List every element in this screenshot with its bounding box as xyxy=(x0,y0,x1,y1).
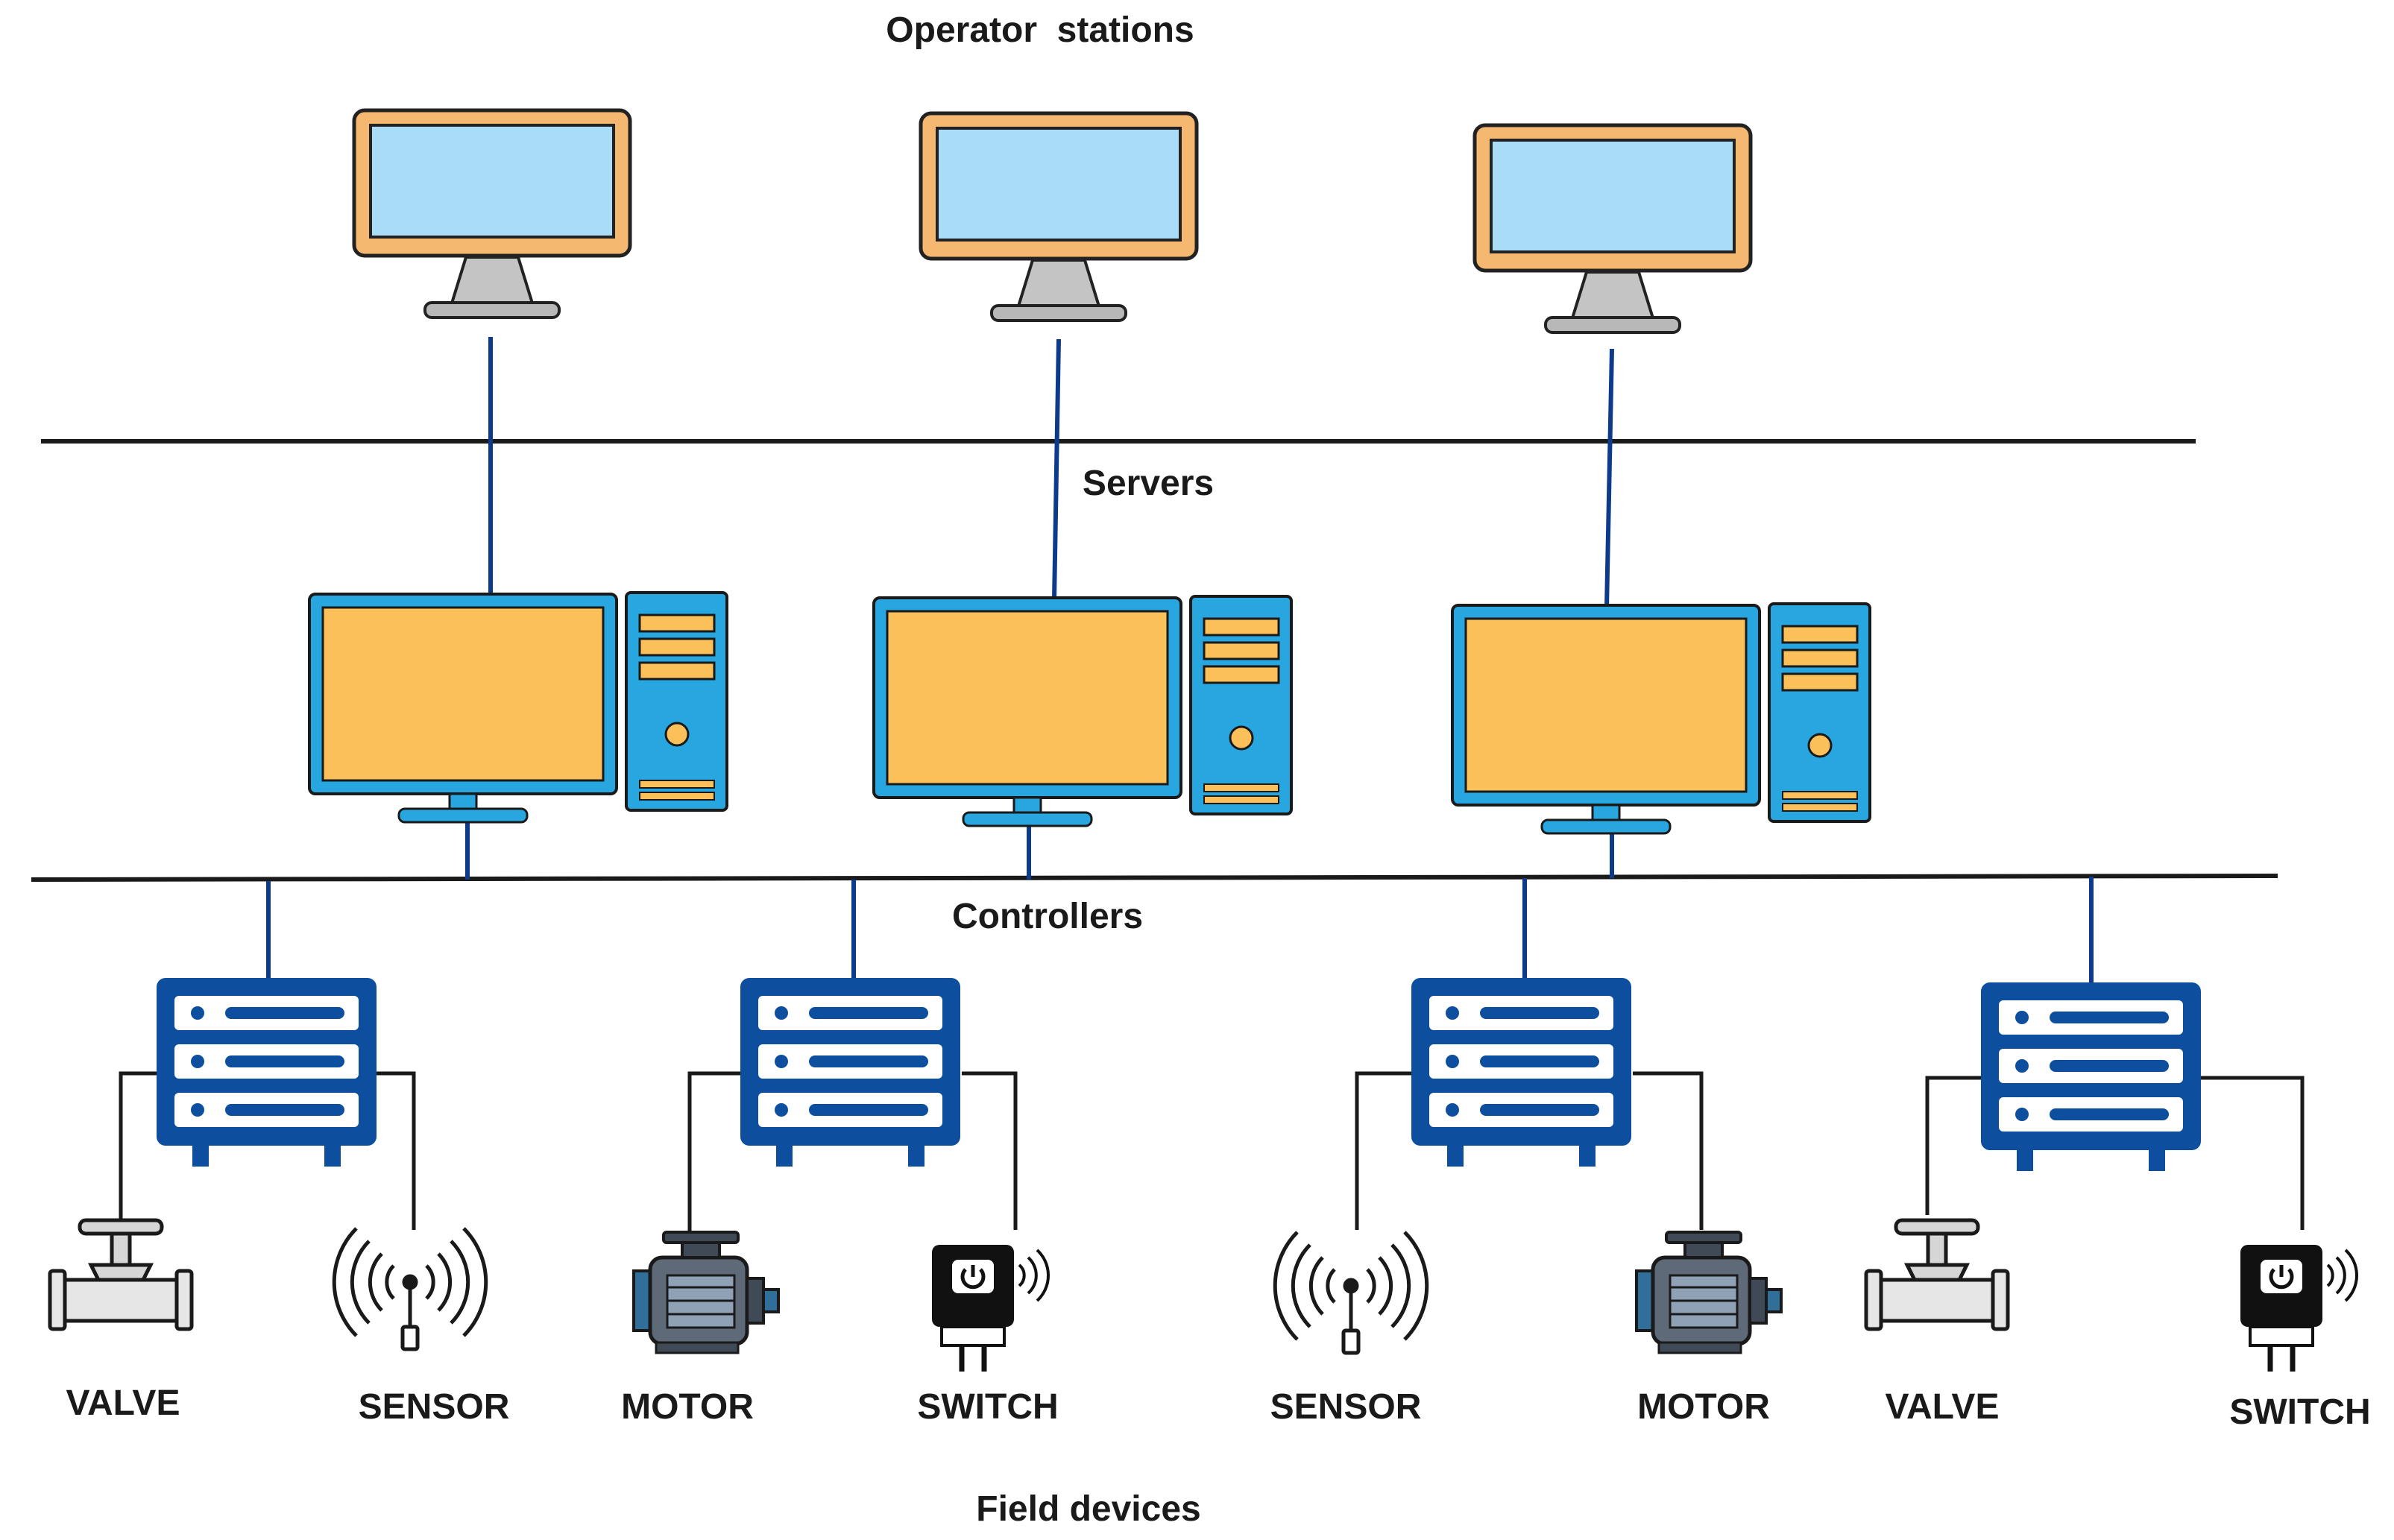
controller-icon-2 xyxy=(740,978,960,1167)
sensor-icon xyxy=(334,1228,486,1349)
motor-icon xyxy=(634,1232,778,1353)
servers-label: Servers xyxy=(1083,464,1214,503)
server-icon-2 xyxy=(872,595,1293,827)
controller-icon-1 xyxy=(157,978,377,1167)
device-label-valve-2: VALVE xyxy=(1886,1387,2000,1427)
controllers-label: Controllers xyxy=(952,897,1143,936)
server-links xyxy=(465,816,1614,880)
server-icon-3 xyxy=(1451,602,1871,835)
operator-station-icon-1 xyxy=(354,110,630,318)
device-wiring xyxy=(119,1071,2305,1254)
controller-links xyxy=(266,877,2094,982)
controller-icon-4 xyxy=(1981,982,2201,1171)
device-label-motor-1: MOTOR xyxy=(621,1387,754,1427)
sensor-icon xyxy=(1275,1232,1427,1353)
server-icon-1 xyxy=(308,591,728,824)
valve-icon xyxy=(1866,1220,2008,1329)
controller-icon-3 xyxy=(1411,978,1631,1167)
motor-icon xyxy=(1637,1232,1781,1353)
operator-station-icon-3 xyxy=(1475,125,1751,332)
device-label-sensor-1: SENSOR xyxy=(359,1387,510,1427)
field-devices-label: Field devices xyxy=(976,1489,1200,1529)
device-label-valve-1: VALVE xyxy=(66,1383,180,1423)
device-label-sensor-2: SENSOR xyxy=(1270,1387,1422,1427)
device-label-switch-2: SWITCH xyxy=(2229,1392,2370,1432)
device-label-switch-1: SWITCH xyxy=(917,1387,1058,1427)
operator-stations-label: Operator stations xyxy=(886,10,1194,50)
switch-icon xyxy=(932,1245,1048,1372)
device-label-motor-2: MOTOR xyxy=(1637,1387,1770,1427)
operator-links xyxy=(488,337,1614,608)
valve-icon xyxy=(50,1220,192,1329)
control-network-bus xyxy=(31,874,2278,882)
switch-icon xyxy=(2240,1245,2357,1372)
operator-station-icon-2 xyxy=(921,113,1197,321)
